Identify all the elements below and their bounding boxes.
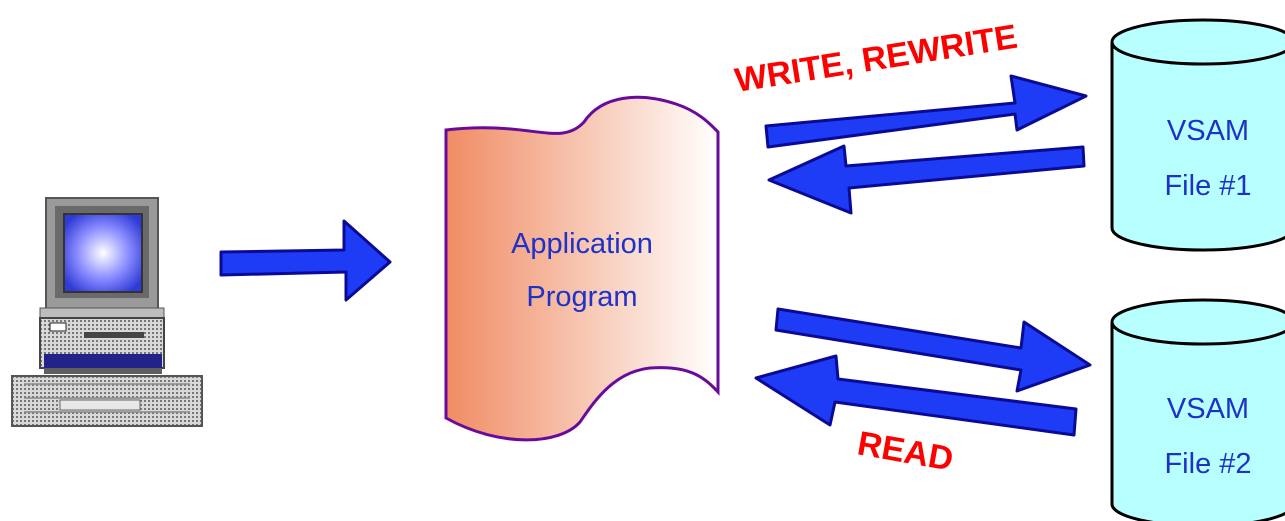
- arrow-file1-to-program: [767, 144, 1086, 215]
- application-label-line1: Application: [511, 228, 653, 260]
- vsam-file-2-cylinder: [1110, 298, 1285, 521]
- file1-label-line1: VSAM: [1167, 115, 1249, 147]
- write-label: WRITE, REWRITE: [732, 18, 1020, 100]
- file2-label-line1: VSAM: [1167, 393, 1249, 425]
- application-label-line2: Program: [526, 281, 637, 313]
- file2-label-line2: File #2: [1164, 448, 1251, 480]
- arrow-write-to-file1: [764, 74, 1088, 149]
- computer-terminal-icon: [11, 197, 203, 427]
- arrow-terminal-to-program: [219, 219, 392, 302]
- file1-label-line2: File #1: [1164, 170, 1251, 202]
- vsam-file-1-cylinder: [1110, 18, 1285, 252]
- application-program-scroll: [444, 95, 720, 442]
- arrow-file2-to-program: [754, 354, 1078, 437]
- arrow-program-to-file2: [774, 307, 1092, 393]
- read-label: READ: [855, 424, 956, 478]
